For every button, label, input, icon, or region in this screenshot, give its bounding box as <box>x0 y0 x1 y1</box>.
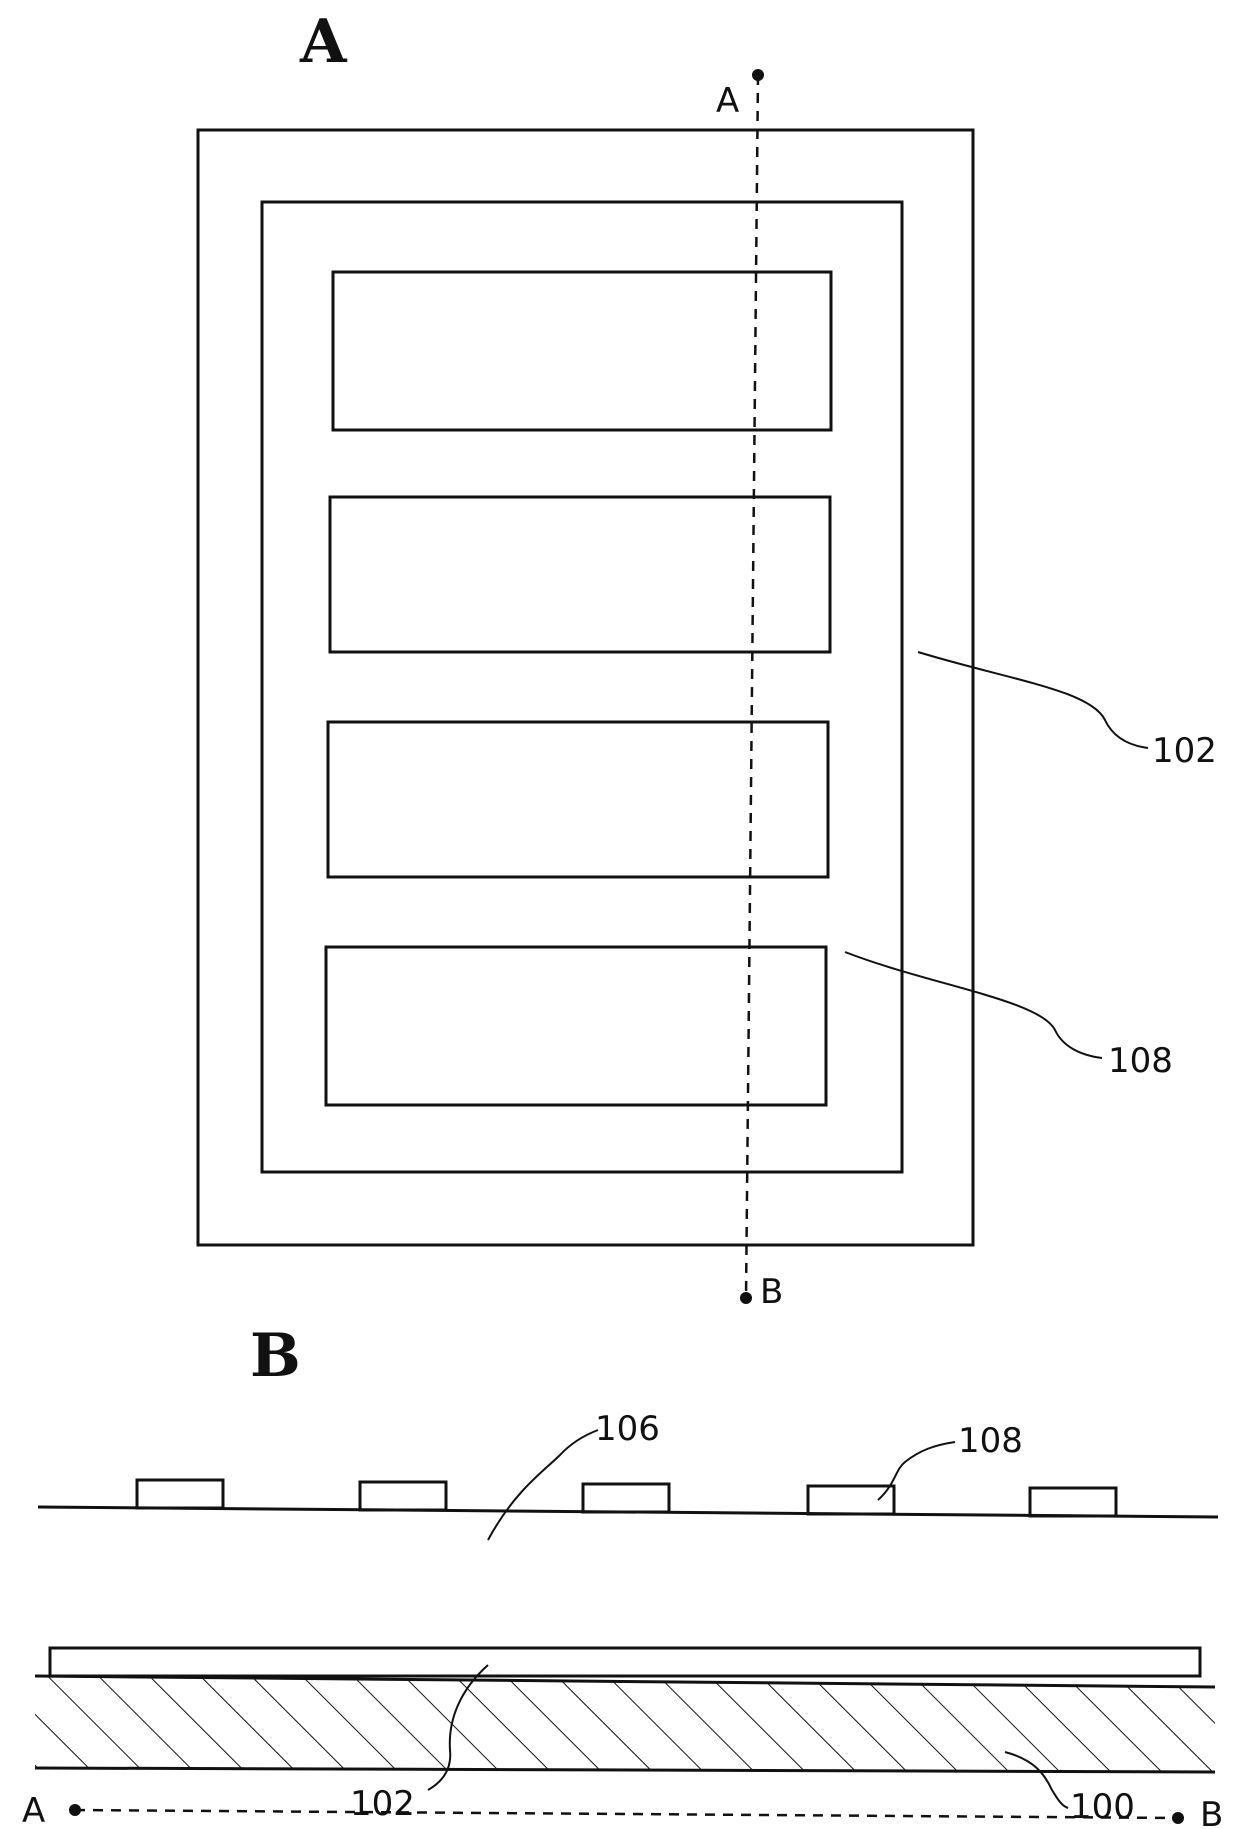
label-102: 102 <box>1152 731 1217 771</box>
section-axis-start-dot <box>69 1804 81 1816</box>
figure-b-title: B <box>250 1321 301 1391</box>
island-1 <box>137 1480 223 1508</box>
hatched-block-2 <box>330 497 830 652</box>
hatched-block-4 <box>326 947 826 1105</box>
island-2 <box>360 1482 446 1510</box>
hatched-layer-102 <box>50 1648 1200 1676</box>
section-axis-end-dot <box>1172 1812 1184 1824</box>
hatched-block-3 <box>328 722 828 877</box>
label-100: 100 <box>1070 1787 1135 1827</box>
label-102-b: 102 <box>350 1784 415 1824</box>
section-axis-end-label: B <box>1200 1795 1223 1829</box>
section-axis-start-label: A <box>22 1791 45 1829</box>
label-106: 106 <box>595 1409 660 1449</box>
cut-start-label: A <box>716 81 739 121</box>
label-108: 108 <box>1108 1041 1173 1081</box>
section-axis-ab <box>75 1810 1178 1818</box>
substrate-100 <box>35 1676 1215 1772</box>
outer-hatched-frame <box>198 130 973 1245</box>
leader-102 <box>918 652 1148 748</box>
label-108-b: 108 <box>958 1421 1023 1461</box>
inner-dashed-region <box>262 202 902 1172</box>
leader-108-b <box>878 1442 955 1500</box>
figure-a: A A B 102 108 <box>198 7 1217 1312</box>
island-5 <box>1030 1488 1116 1516</box>
island-3 <box>583 1484 669 1512</box>
island-4 <box>808 1486 894 1514</box>
figure-a-title: A <box>299 7 348 77</box>
cut-line-end-dot <box>740 1292 752 1304</box>
figure-b: B 106 108 102 100 A B <box>22 1321 1223 1829</box>
cut-end-label: B <box>760 1272 783 1312</box>
cut-line-ab <box>746 75 758 1298</box>
cut-line-start-dot <box>752 69 764 81</box>
